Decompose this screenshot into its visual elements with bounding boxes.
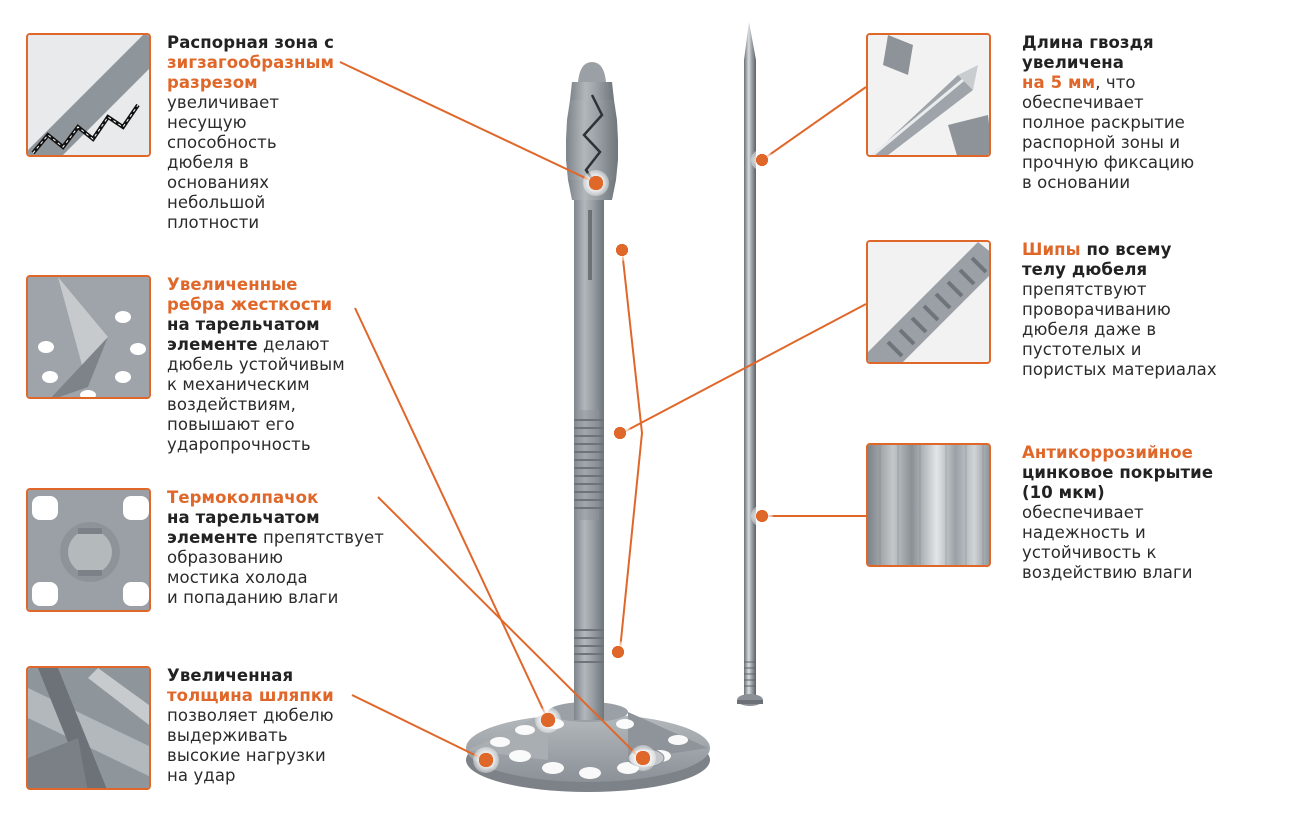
coating-text-3: устойчивость к: [1022, 543, 1157, 562]
coating-text-2: надежность и: [1022, 523, 1146, 542]
coating-text-4: воздействию влаги: [1022, 563, 1193, 582]
zigzag-text-1: увеличивает: [167, 93, 280, 112]
cap-bold-1: на тарельчатом: [167, 508, 320, 527]
cap-text-4: и попаданию влаги: [167, 588, 339, 607]
ribs-callout: Увеличенные ребра жесткости на тарельчат…: [167, 275, 345, 455]
nail-bold-2: увеличена: [1022, 53, 1124, 72]
zinc-coating-closeup: [866, 443, 991, 567]
ribs-text-3: к механическим: [167, 375, 310, 394]
cap-callout: Термоколпачок на тарельчатом элементе пр…: [167, 488, 384, 608]
spikes-text-4: пустотелых и: [1022, 340, 1142, 359]
zigzag-text-2: несущую: [167, 113, 247, 132]
thermo-cap-icon: [28, 490, 149, 610]
zigzag-highlight-2: разрезом: [167, 73, 258, 92]
head-text-3: высокие нагрузки: [167, 746, 326, 765]
spikes-bold-2: телу дюбеля: [1022, 260, 1148, 279]
head-thickness-closeup: [26, 666, 151, 790]
nail-tip-icon: [868, 35, 989, 155]
zigzag-title: Распорная зона с: [167, 33, 335, 52]
head-closeup-icon: [28, 668, 149, 788]
coating-callout: Антикоррозийное цинковое покрытие (10 мк…: [1022, 443, 1213, 583]
cap-bold-2: элементе: [167, 528, 258, 547]
ribs-bold-1: на тарельчатом: [167, 315, 320, 334]
zigzag-text-5: основаниях: [167, 173, 270, 192]
spikes-callout: Шипы по всему телу дюбеля препятствуют п…: [1022, 240, 1217, 380]
zigzag-text-4: дюбеля в: [167, 153, 249, 172]
cap-text-2: образованию: [167, 548, 284, 567]
cap-text-1: препятствует: [257, 528, 384, 547]
leader-lines: [339, 61, 867, 761]
spikes-text-5: пористых материалах: [1022, 360, 1217, 379]
ribs-text-1: делают: [257, 335, 330, 354]
coating-highlight: Антикоррозийное: [1022, 443, 1193, 462]
ribs-closeup-icon: [28, 277, 149, 397]
head-highlight: толщина шляпки: [167, 686, 334, 705]
spikes-closeup: [866, 240, 991, 364]
head-text-1: позволяет дюбелю: [167, 706, 334, 725]
spikes-icon: [868, 242, 989, 362]
head-text-2: выдерживать: [167, 726, 288, 745]
zigzag-zone-closeup: [26, 33, 151, 157]
zigzag-highlight-1: зигзагообразным: [167, 53, 335, 72]
coating-bold-2: (10 мкм): [1022, 483, 1105, 502]
nail-highlight: на 5 мм: [1022, 73, 1096, 92]
zigzag-text-3: способность: [167, 133, 277, 152]
spikes-text-1: препятствуют: [1022, 280, 1147, 299]
nail-bold-1: Длина гвоздя: [1022, 33, 1154, 52]
nail-tip-closeup: [866, 33, 991, 157]
ribs-bold-2: элементе: [167, 335, 258, 354]
cap-text-3: мостика холода: [167, 568, 308, 587]
zinc-coating-icon: [868, 445, 989, 565]
zigzag-text-6: небольшой: [167, 193, 266, 212]
zigzag-closeup-icon: [28, 35, 149, 155]
ribs-text-4: воздействиям,: [167, 395, 296, 414]
zigzag-callout: Распорная зона с зигзагообразным разрезо…: [167, 33, 334, 233]
ribs-text-6: ударопрочность: [167, 435, 311, 454]
spikes-bold-1: по всему: [1080, 240, 1172, 259]
nail-callout: Длина гвоздя увеличена на 5 мм, что обес…: [1022, 33, 1194, 193]
ribs-text-5: повышают его: [167, 415, 295, 434]
nail-text-5: прочную фиксацию: [1022, 153, 1195, 172]
cap-highlight: Термоколпачок: [167, 488, 319, 507]
spikes-text-3: дюбеля даже в: [1022, 320, 1157, 339]
marker-dots: [473, 149, 773, 773]
spikes-highlight: Шипы: [1022, 240, 1081, 259]
coating-bold-1: цинковое покрытие: [1022, 463, 1214, 482]
head-text-4: на удар: [167, 766, 236, 785]
spikes-text-2: проворачиванию: [1022, 300, 1171, 319]
nail: [737, 22, 763, 706]
ribs-text-2: дюбель устойчивым: [167, 355, 345, 374]
nail-text-1: , что: [1095, 73, 1136, 92]
ribs-highlight-1: Увеличенные: [167, 275, 298, 294]
nail-text-6: в основании: [1022, 173, 1131, 192]
ribs-highlight-2: ребра жесткости: [167, 295, 333, 314]
dowel-stem: [574, 180, 604, 720]
head-bold: Увеличенная: [167, 666, 294, 685]
nail-text-4: распорной зоны и: [1022, 133, 1181, 152]
head-callout: Увеличенная толщина шляпки позволяет дюб…: [167, 666, 334, 786]
nail-text-3: полное раскрытие: [1022, 113, 1185, 132]
stiffening-ribs-closeup: [26, 275, 151, 399]
zigzag-text-7: плотности: [167, 213, 260, 232]
coating-text-1: обеспечивает: [1022, 503, 1144, 522]
nail-text-2: обеспечивает: [1022, 93, 1144, 112]
thermo-cap-closeup: [26, 488, 151, 612]
